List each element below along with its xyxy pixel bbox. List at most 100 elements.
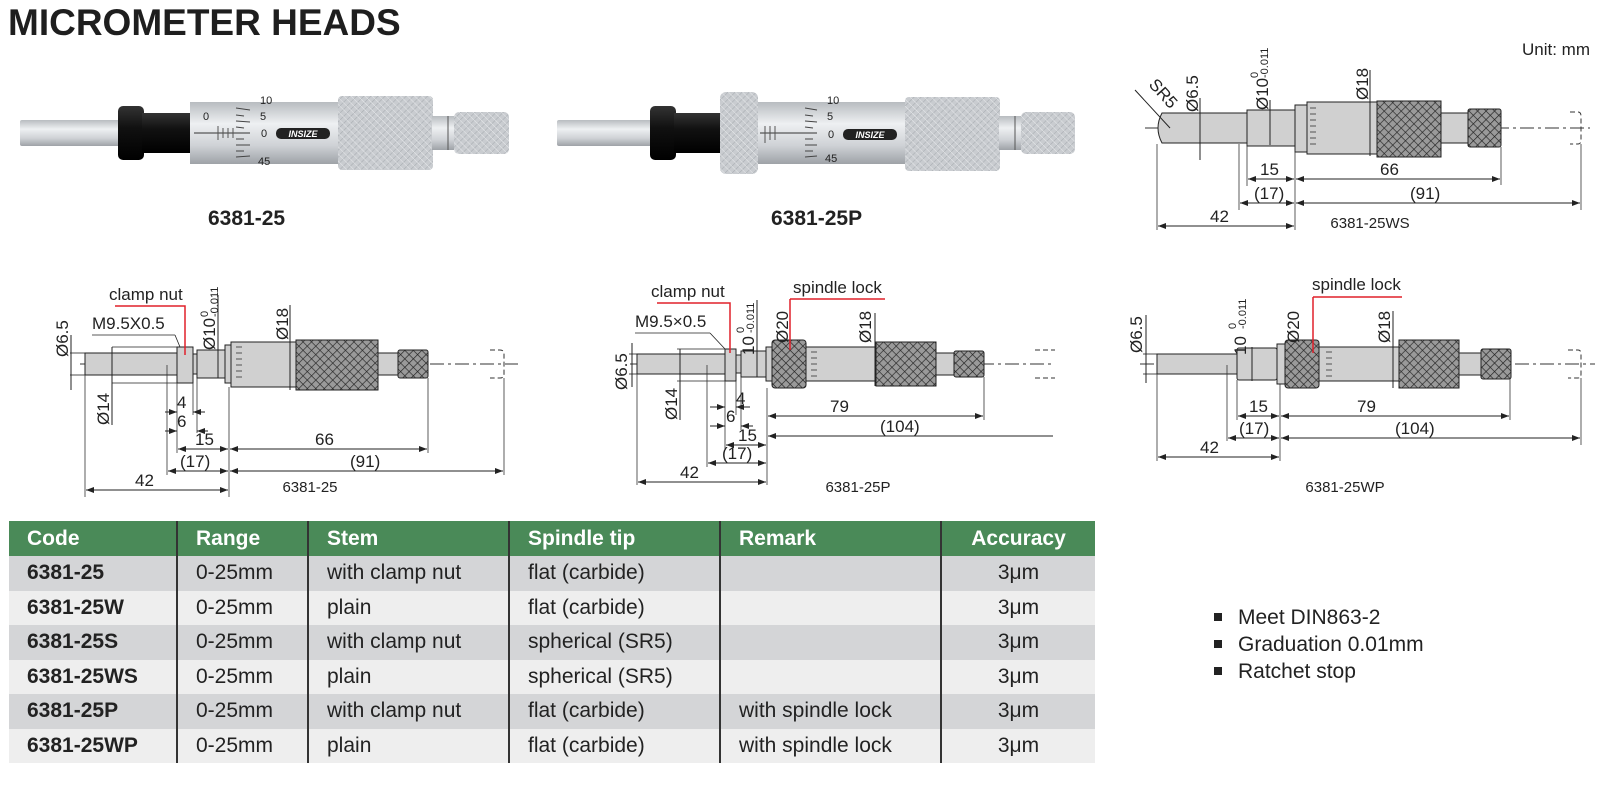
photo-scale-sleeve-zero: 0 (203, 111, 209, 123)
label-spindle-lock: spindle lock (793, 278, 882, 297)
photo-scale-45: 45 (825, 153, 837, 165)
dim-15: 15 (195, 430, 214, 449)
dim-d10-tol-upper: 0 (199, 311, 211, 317)
dim-79: 79 (830, 397, 849, 416)
cell-accuracy: 3μm (940, 625, 1095, 660)
dim-104: (104) (880, 417, 920, 436)
dim-d20: Ø20 (1284, 311, 1303, 343)
table-row: 6381-25P 0-25mm with clamp nut flat (car… (9, 694, 1095, 729)
dim-91: (91) (1410, 184, 1440, 203)
dim-66: 66 (315, 430, 334, 449)
dim-d10: 10 (1231, 336, 1250, 355)
dim-4: 4 (177, 393, 186, 412)
table-row: 6381-25W 0-25mm plain flat (carbide) 3μm (9, 590, 1095, 625)
cell-range: 0-25mm (176, 556, 308, 591)
header-stem: Stem (307, 521, 509, 556)
dim-d20: Ø20 (773, 311, 792, 343)
dim-d10-tol-upper: 0 (735, 327, 747, 333)
cell-remark: with spindle lock (719, 728, 941, 763)
unit-label: Unit: mm (1522, 40, 1590, 59)
dim-17: (17) (1254, 184, 1284, 203)
cell-remark (719, 556, 941, 591)
drawing-6381-25P: clamp nut spindle lock M9.5×0.5 Ø6.5 Ø14… (595, 265, 1055, 500)
drawing-caption: 6381-25P (825, 479, 890, 496)
dim-42: 42 (680, 463, 699, 482)
product-photo-6381-25: 0 10 5 0 45 INSIZE (18, 88, 518, 178)
cell-accuracy: 3μm (940, 694, 1095, 729)
photo-scale-10: 10 (827, 95, 839, 107)
cell-accuracy: 3μm (940, 728, 1095, 763)
cell-stem: plain (307, 659, 509, 694)
photo-scale-45: 45 (258, 156, 270, 168)
cell-code: 6381-25P (9, 694, 177, 729)
dim-d18: Ø18 (856, 311, 875, 343)
cell-spindle-tip: flat (carbide) (508, 590, 720, 625)
table-row: 6381-25WP 0-25mm plain flat (carbide) wi… (9, 728, 1095, 763)
drawing-caption: 6381-25WS (1330, 215, 1409, 232)
dim-42: 42 (135, 471, 154, 490)
dim-d10: 10 (739, 336, 758, 355)
cell-stem: plain (307, 590, 509, 625)
dim-d14: Ø14 (662, 388, 681, 420)
cell-accuracy: 3μm (940, 659, 1095, 694)
cell-stem: with clamp nut (307, 556, 509, 591)
photo-caption-6381-25P: 6381-25P (771, 207, 863, 230)
feature-text: Meet DIN863-2 (1238, 606, 1381, 629)
cell-range: 0-25mm (176, 625, 308, 660)
product-photo-6381-25P: 10 5 0 45 INSIZE (555, 88, 1080, 183)
dim-15: 15 (738, 426, 757, 445)
cell-spindle-tip: flat (carbide) (508, 694, 720, 729)
label-spindle-lock: spindle lock (1312, 275, 1401, 294)
square-bullet-icon (1214, 640, 1222, 648)
cell-accuracy: 3μm (940, 556, 1095, 591)
dim-d10-tol-upper: 0 (1249, 72, 1261, 78)
dim-15: 15 (1260, 160, 1279, 179)
header-code: Code (9, 521, 177, 556)
dim-d10-tol-lower: -0.011 (209, 287, 221, 317)
dim-42: 42 (1210, 207, 1229, 226)
dim-42: 42 (1200, 438, 1219, 457)
dim-17: (17) (180, 452, 210, 471)
dim-d10-tol-upper: 0 (1227, 323, 1239, 329)
dim-4: 4 (736, 389, 745, 408)
drawing-caption: 6381-25WP (1305, 479, 1384, 496)
cell-spindle-tip: flat (carbide) (508, 556, 720, 591)
header-spindle-tip: Spindle tip (508, 521, 720, 556)
label-clamp-nut: clamp nut (651, 282, 725, 301)
dim-104: (104) (1395, 419, 1435, 438)
photo-scale-5: 5 (260, 111, 266, 123)
cell-remark (719, 659, 941, 694)
cell-spindle-tip: spherical (SR5) (508, 659, 720, 694)
dim-d10-tol-lower: -0.011 (1237, 299, 1249, 329)
dim-d18: Ø18 (1375, 311, 1394, 343)
feature-item: Meet DIN863-2 (1212, 604, 1424, 631)
page-title: MICROMETER HEADS (8, 2, 401, 43)
dim-d14: Ø14 (94, 393, 113, 425)
dim-91: (91) (350, 452, 380, 471)
spec-table: Code Range Stem Spindle tip Remark Accur… (9, 521, 1095, 763)
feature-list: Meet DIN863-2 Graduation 0.01mm Ratchet … (1212, 604, 1424, 685)
dim-66: 66 (1380, 160, 1399, 179)
cell-code: 6381-25WS (9, 659, 177, 694)
cell-range: 0-25mm (176, 694, 308, 729)
cell-remark (719, 625, 941, 660)
cell-spindle-tip: flat (carbide) (508, 728, 720, 763)
brand-logo-icon (843, 129, 897, 140)
cell-range: 0-25mm (176, 659, 308, 694)
label-clamp-nut: clamp nut (109, 285, 183, 304)
table-row: 6381-25 0-25mm with clamp nut flat (carb… (9, 556, 1095, 591)
brand-logo-text: INSIZE (855, 130, 885, 140)
dim-6: 6 (726, 407, 735, 426)
dim-d18: Ø18 (273, 308, 292, 340)
drawing-caption: 6381-25 (282, 479, 337, 496)
dim-d10: Ø10 (1253, 78, 1272, 110)
dim-15: 15 (1249, 397, 1268, 416)
dim-d6-5: Ø6.5 (1183, 75, 1202, 112)
cell-code: 6381-25S (9, 625, 177, 660)
brand-logo-text: INSIZE (288, 129, 318, 139)
photo-scale-5: 5 (827, 111, 833, 123)
dim-d10: Ø10 (200, 318, 219, 350)
dim-d10-tol-lower: -0.011 (745, 303, 757, 333)
photo-scale-0: 0 (828, 129, 834, 141)
drawing-6381-25WS: SR5 Ø6.5 Ø10 0 -0.011 Ø18 15 66 (17) (91… (1100, 30, 1600, 240)
